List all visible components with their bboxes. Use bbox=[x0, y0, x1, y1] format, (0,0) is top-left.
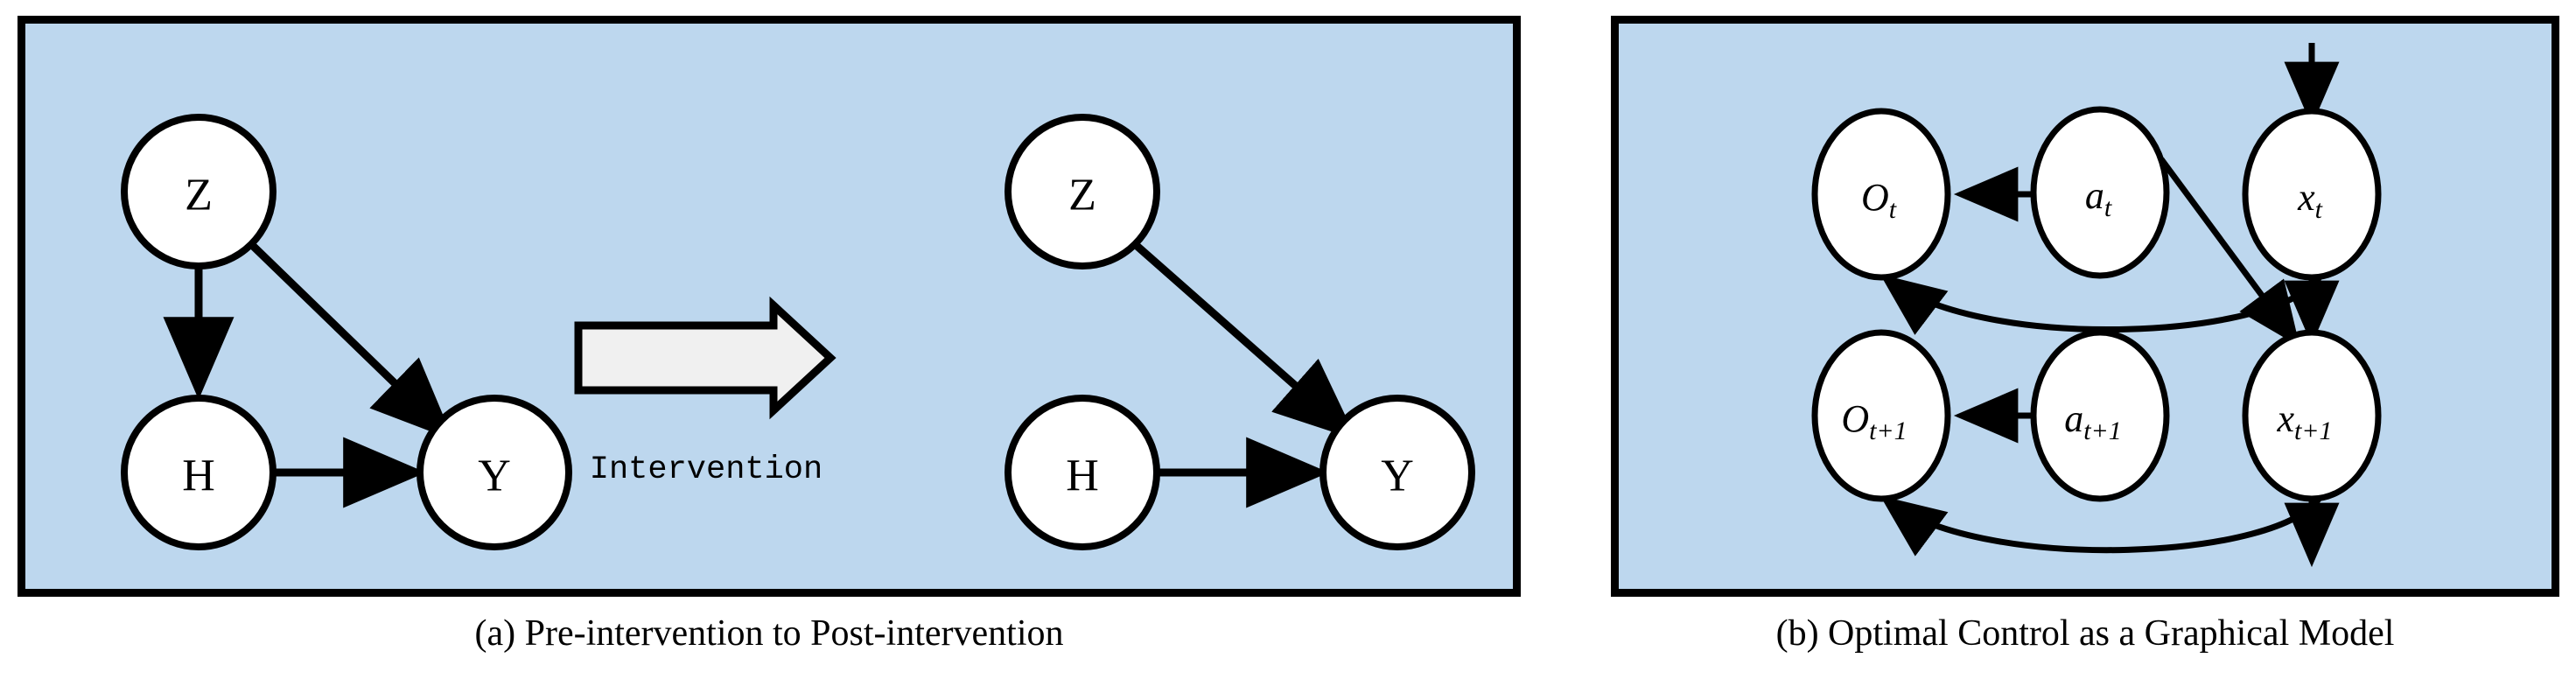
edge-a-t-to-x-t1 bbox=[2159, 157, 2300, 347]
node-x-t1-label: xt+1 bbox=[2276, 397, 2332, 445]
node-pre-z[interactable] bbox=[121, 114, 276, 270]
node-x-t-sub: t bbox=[2315, 195, 2323, 224]
node-a-t-label: at bbox=[2085, 174, 2112, 222]
node-post-y[interactable] bbox=[1320, 395, 1475, 550]
edge-x-t1-to-o-t1 bbox=[1880, 494, 2324, 556]
intervention-label: Intervention bbox=[590, 452, 822, 488]
node-post-y-label: Y bbox=[1381, 452, 1414, 501]
edge-post-z-to-y bbox=[1132, 241, 1357, 440]
node-a-t[interactable] bbox=[2030, 106, 2170, 279]
node-o-t1-base: O bbox=[1841, 397, 1869, 440]
node-x-t-base: x bbox=[2297, 176, 2315, 219]
edge-x-t-to-o-t bbox=[1880, 274, 2324, 335]
node-o-t1-sub: t+1 bbox=[1869, 416, 1908, 445]
caption-panel-b: (b) Optimal Control as a Graphical Model bbox=[1775, 613, 2395, 654]
panel-a-diagram: Z H Y Intervention Z H bbox=[121, 114, 1475, 550]
node-o-t-label: Ot bbox=[1861, 176, 1897, 224]
node-pre-h-label: H bbox=[182, 452, 215, 501]
node-post-z-label: Z bbox=[1068, 171, 1096, 220]
post-intervention-graph: Z H Y bbox=[1004, 114, 1475, 550]
edge-pre-z-to-y bbox=[248, 241, 454, 441]
caption-panel-a: (a) Pre-intervention to Post-interventio… bbox=[474, 613, 1064, 654]
node-o-t-base: O bbox=[1861, 176, 1889, 219]
node-post-z[interactable] bbox=[1004, 114, 1160, 270]
intervention-transition: Intervention bbox=[574, 296, 836, 488]
panel-pre-post-intervention: Z H Y Intervention Z H bbox=[18, 16, 1521, 597]
node-a-t1-label: at+1 bbox=[2064, 397, 2122, 445]
node-o-t1-label: Ot+1 bbox=[1841, 397, 1907, 445]
node-a-t1[interactable] bbox=[2030, 329, 2170, 502]
node-post-h[interactable] bbox=[1004, 395, 1160, 550]
pre-intervention-graph: Z H Y bbox=[121, 114, 572, 550]
panel-b-diagram: Ot at xt Ot+1 at+1 xt+1 bbox=[1811, 43, 2382, 568]
node-a-t-base: a bbox=[2085, 174, 2104, 217]
node-o-t-sub: t bbox=[1889, 195, 1897, 224]
node-x-t1-sub: t+1 bbox=[2294, 416, 2333, 445]
node-pre-y[interactable] bbox=[416, 395, 572, 550]
node-pre-h[interactable] bbox=[121, 395, 276, 550]
node-a-t1-sub: t+1 bbox=[2083, 416, 2122, 445]
node-a-t1-base: a bbox=[2064, 397, 2083, 440]
node-x-t-label: xt bbox=[2297, 176, 2323, 224]
panel-optimal-control-graphical-model: Ot at xt Ot+1 at+1 xt+1 bbox=[1611, 16, 2559, 597]
node-post-h-label: H bbox=[1066, 452, 1099, 501]
intervention-arrow-icon bbox=[574, 296, 836, 420]
node-pre-z-label: Z bbox=[185, 171, 213, 220]
node-a-t-sub: t bbox=[2104, 193, 2112, 222]
node-x-t1[interactable] bbox=[2242, 329, 2382, 502]
node-o-t1[interactable] bbox=[1811, 329, 1951, 502]
node-pre-y-label: Y bbox=[478, 452, 511, 501]
node-x-t1-base: x bbox=[2276, 397, 2294, 440]
node-x-t[interactable] bbox=[2242, 108, 2382, 281]
node-o-t[interactable] bbox=[1811, 108, 1951, 281]
